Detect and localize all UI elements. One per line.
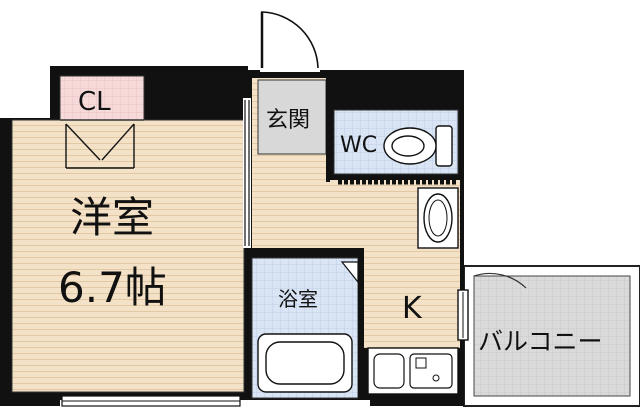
bathtub-icon bbox=[257, 333, 353, 393]
washer-space bbox=[417, 187, 459, 249]
closet: CL bbox=[59, 75, 145, 169]
kitchen: K bbox=[367, 291, 459, 395]
kitchen-counter bbox=[367, 347, 459, 395]
entry-door bbox=[260, 11, 320, 72]
balcony: バルコニー bbox=[463, 265, 640, 407]
bathroom: 浴室 bbox=[251, 252, 362, 400]
balcony-door-swing bbox=[473, 272, 527, 289]
bathroom-label: 浴室 bbox=[278, 287, 318, 311]
toilet-room: WC bbox=[333, 109, 459, 185]
sink-icon bbox=[409, 353, 453, 389]
western-room-window-bottom bbox=[61, 395, 241, 407]
stove-icon bbox=[373, 353, 405, 389]
toilet-label: WC bbox=[340, 133, 377, 158]
kitchen-label: K bbox=[402, 291, 423, 326]
western-room-name: 洋室 bbox=[70, 193, 154, 242]
toilet-icon bbox=[383, 125, 453, 167]
interior-walls bbox=[326, 76, 460, 182]
closet-label: CL bbox=[78, 87, 111, 117]
western-room-sliding-door bbox=[243, 98, 251, 248]
western-room bbox=[11, 119, 245, 393]
closet-door-icon bbox=[65, 123, 135, 169]
balcony-label: バルコニー bbox=[478, 327, 603, 356]
western-room-size: 6.7帖 bbox=[58, 263, 167, 312]
balcony-window bbox=[457, 289, 469, 341]
entrance-label: 玄関 bbox=[266, 108, 310, 133]
entrance: 玄関 bbox=[257, 79, 327, 155]
